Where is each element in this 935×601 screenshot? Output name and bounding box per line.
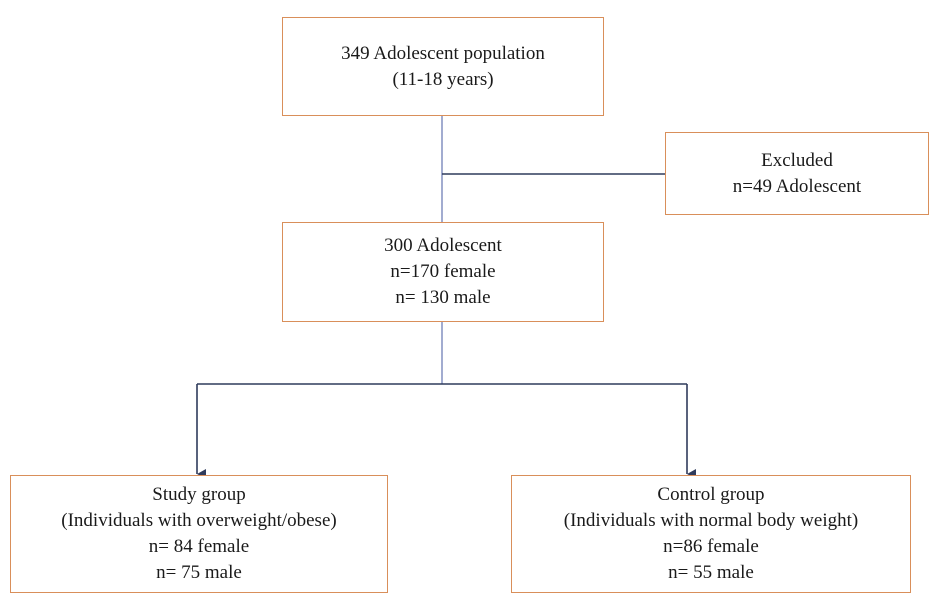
excluded-title: Excluded [761, 149, 833, 171]
control-group-female: n=86 female [663, 536, 759, 557]
total-population-box: 349 Adolescent population (11-18 years) [282, 17, 604, 116]
control-group-description: (Individuals with normal body weight) [563, 510, 859, 531]
included-female: n=170 female [390, 261, 496, 282]
study-group-description: (Individuals with overweight/obese) [61, 510, 337, 531]
study-group-male: n= 75 male [156, 562, 242, 583]
control-group-box: Control group (Individuals with normal b… [511, 475, 911, 593]
control-group-male: n= 55 male [668, 562, 754, 583]
included-total: 300 Adolescent [384, 235, 502, 256]
included-adolescents-box: 300 Adolescent n=170 female n= 130 male [282, 222, 604, 322]
study-group-box: Study group (Individuals with overweight… [10, 475, 388, 593]
control-group-title: Control group [657, 484, 765, 505]
study-group-title: Study group [152, 484, 246, 505]
excluded-count: n=49 Adolescent [732, 175, 862, 197]
age-range-label: (11-18 years) [392, 68, 494, 90]
total-population-label: 349 Adolescent population [341, 42, 545, 64]
study-group-female: n= 84 female [148, 536, 250, 557]
excluded-box: Excluded n=49 Adolescent [665, 132, 929, 215]
included-male: n= 130 male [395, 287, 491, 308]
